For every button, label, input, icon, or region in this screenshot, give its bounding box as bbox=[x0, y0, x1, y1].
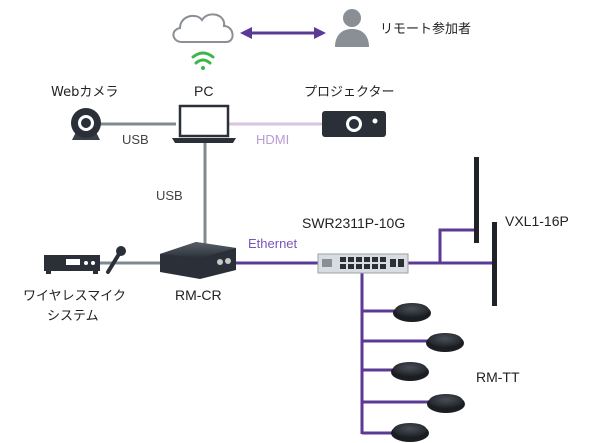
rmtt-label: RM-TT bbox=[476, 369, 520, 385]
conference-mic-icon bbox=[393, 303, 431, 322]
microphone-icon bbox=[106, 246, 126, 274]
wireless-receiver-icon bbox=[44, 255, 100, 274]
webcam-label: Webカメラ bbox=[51, 85, 118, 100]
double-arrow-icon bbox=[240, 27, 326, 39]
usb-label-mid: USB bbox=[156, 188, 183, 203]
projector-label: プロジェクター bbox=[304, 85, 394, 100]
webcam-icon bbox=[71, 108, 101, 140]
pc-label: PC bbox=[194, 83, 213, 99]
usb-label-top: USB bbox=[122, 132, 149, 147]
rm-cr-device-icon bbox=[160, 242, 236, 279]
hdmi-label: HDMI bbox=[256, 132, 289, 147]
conference-mic-icon bbox=[427, 394, 465, 413]
ethernet-label: Ethernet bbox=[248, 236, 298, 251]
upper-speaker-line bbox=[438, 228, 475, 263]
speaker-bar-icon bbox=[492, 222, 497, 306]
projector-icon bbox=[322, 111, 386, 137]
wireless-system-label-1: ワイヤレスマイク bbox=[23, 289, 126, 304]
wifi-icon bbox=[191, 51, 215, 70]
laptop-icon bbox=[172, 104, 236, 143]
rmcr-label: RM-CR bbox=[175, 287, 222, 303]
person-icon bbox=[335, 9, 369, 47]
conference-mic-icon bbox=[426, 333, 464, 352]
speaker-bar-icon bbox=[474, 157, 479, 243]
wireless-system-label-2: システム bbox=[47, 309, 99, 324]
remote-participant-label: リモート参加者 bbox=[380, 21, 471, 37]
conference-mic-icon bbox=[391, 362, 429, 381]
network-switch-icon bbox=[317, 253, 409, 274]
cloud-icon bbox=[172, 13, 234, 43]
switch-label: SWR2311P-10G bbox=[302, 215, 405, 231]
speaker-label: VXL1-16P bbox=[505, 213, 569, 229]
conference-mic-icon bbox=[391, 423, 429, 442]
